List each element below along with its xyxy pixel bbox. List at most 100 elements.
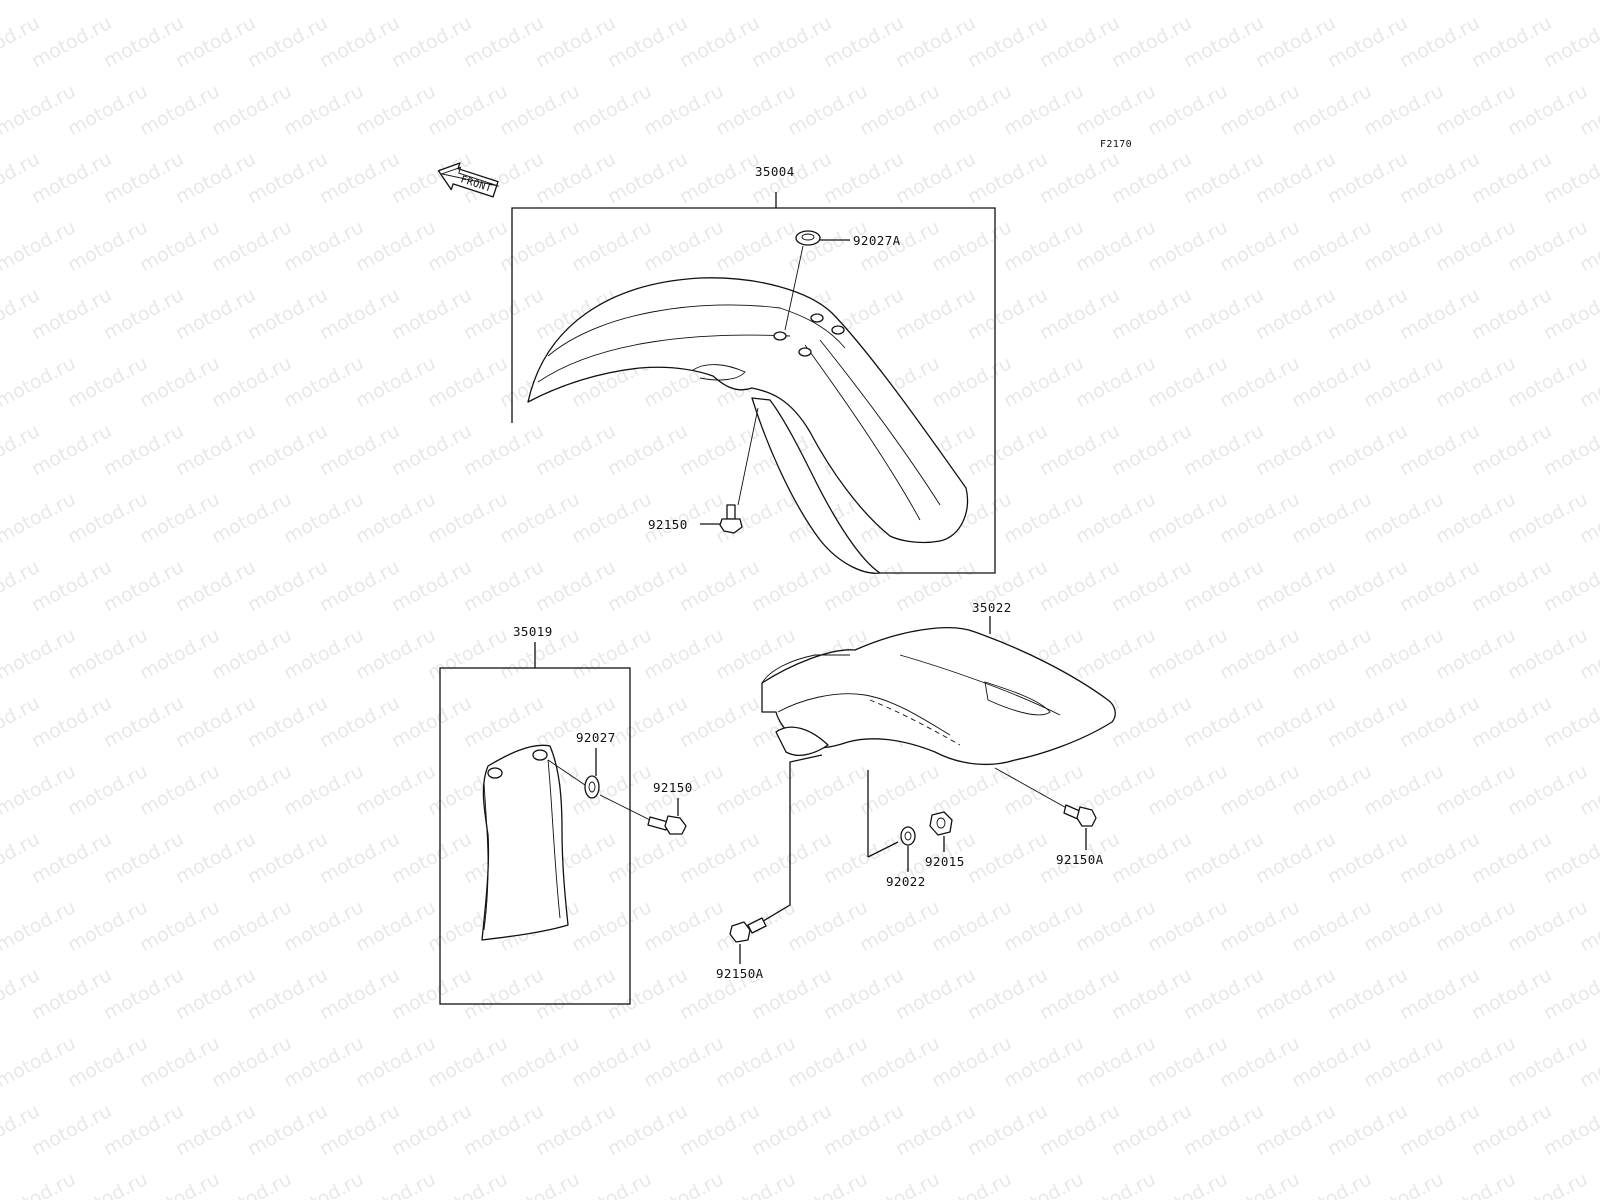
- watermark-text: motod.ru: [172, 828, 259, 888]
- watermark-text: motod.ru: [784, 1032, 871, 1092]
- watermark-text: motod.ru: [604, 964, 691, 1024]
- watermark-text: motod.ru: [1072, 216, 1159, 276]
- watermark-text: motod.ru: [748, 12, 835, 72]
- watermark-text: motod.ru: [1432, 760, 1519, 820]
- watermark-text: motod.ru: [208, 216, 295, 276]
- watermark-text: motod.ru: [1180, 556, 1267, 616]
- watermark-text: motod.ru: [856, 0, 943, 4]
- watermark-text: motod.ru: [1360, 216, 1447, 276]
- watermark-text: motod.ru: [856, 760, 943, 820]
- watermark-text: motod.ru: [568, 624, 655, 684]
- watermark-text: motod.ru: [1504, 488, 1591, 548]
- watermark-text: motod.ru: [0, 488, 79, 548]
- watermark-text: motod.ru: [1396, 148, 1483, 208]
- watermark-text: motod.ru: [604, 148, 691, 208]
- watermark-text: motod.ru: [244, 964, 331, 1024]
- watermark-text: motod.ru: [784, 896, 871, 956]
- watermark-text: motod.ru: [280, 1032, 367, 1092]
- watermark-text: motod.ru: [352, 488, 439, 548]
- watermark-text: motod.ru: [676, 828, 763, 888]
- watermark-text: motod.ru: [244, 420, 331, 480]
- watermark-text: motod.ru: [28, 148, 115, 208]
- watermark-text: motod.ru: [280, 352, 367, 412]
- watermark-text: motod.ru: [1216, 80, 1303, 140]
- watermark-text: motod.ru: [1324, 284, 1411, 344]
- watermark-text: motod.ru: [892, 964, 979, 1024]
- watermark-text: motod.ru: [1324, 12, 1411, 72]
- watermark-text: motod.ru: [208, 352, 295, 412]
- watermark-text: motod.ru: [1216, 624, 1303, 684]
- watermark-text: motod.ru: [100, 964, 187, 1024]
- watermark-text: motod.ru: [0, 760, 79, 820]
- watermark-text: motod.ru: [1036, 420, 1123, 480]
- watermark-text: motod.ru: [1108, 964, 1195, 1024]
- watermark-text: motod.ru: [640, 896, 727, 956]
- watermark-text: motod.ru: [1432, 80, 1519, 140]
- watermark-text: motod.ru: [172, 556, 259, 616]
- bolt-92150-guard-label: 92150: [653, 780, 693, 795]
- watermark-text: motod.ru: [928, 0, 1015, 4]
- watermark-text: motod.ru: [1468, 12, 1555, 72]
- watermark-text: motod.ru: [316, 556, 403, 616]
- watermark-text: motod.ru: [1288, 216, 1375, 276]
- watermark-text: motod.ru: [640, 0, 727, 4]
- watermark-text: motod.ru: [0, 216, 79, 276]
- watermark-text: motod.ru: [712, 760, 799, 820]
- watermark-text: motod.ru: [604, 12, 691, 72]
- watermark-text: motod.ru: [1216, 1032, 1303, 1092]
- watermark-text: motod.ru: [316, 12, 403, 72]
- watermark-text: motod.ru: [388, 12, 475, 72]
- watermark-text: motod.ru: [748, 556, 835, 616]
- watermark-text: motod.ru: [784, 0, 871, 4]
- watermark-text: motod.ru: [172, 1100, 259, 1160]
- rear-fender-label: 35022: [972, 600, 1012, 615]
- watermark-text: motod.ru: [928, 216, 1015, 276]
- watermark-text: motod.ru: [136, 896, 223, 956]
- watermark-text: motod.ru: [496, 0, 583, 4]
- watermark-text: motod.ru: [712, 216, 799, 276]
- watermark-text: motod.ru: [100, 12, 187, 72]
- watermark-text: motod.ru: [532, 1100, 619, 1160]
- watermark-text: motod.ru: [496, 488, 583, 548]
- watermark-text: motod.ru: [28, 556, 115, 616]
- watermark-text: motod.ru: [1108, 828, 1195, 888]
- watermark-text: motod.ru: [1288, 896, 1375, 956]
- watermark-text: motod.ru: [784, 80, 871, 140]
- watermark-text: motod.ru: [100, 284, 187, 344]
- watermark-text: motod.ru: [712, 80, 799, 140]
- watermark-text: motod.ru: [244, 12, 331, 72]
- watermark-text: motod.ru: [1396, 556, 1483, 616]
- watermark-text: motod.ru: [352, 1032, 439, 1092]
- watermark-text: motod.ru: [1108, 12, 1195, 72]
- watermark-text: motod.ru: [1072, 352, 1159, 412]
- watermark-text: motod.ru: [1288, 352, 1375, 412]
- watermark-text: motod.ru: [1000, 896, 1087, 956]
- watermark-text: motod.ru: [316, 284, 403, 344]
- watermark-text: motod.ru: [1432, 488, 1519, 548]
- watermark-text: motod.ru: [1468, 828, 1555, 888]
- watermark-text: motod.ru: [532, 12, 619, 72]
- bolt-92150A-left-label: 92150A: [716, 966, 764, 981]
- watermark-text: motod.ru: [28, 12, 115, 72]
- watermark-text: motod.ru: [640, 80, 727, 140]
- watermark-text: motod.ru: [244, 1100, 331, 1160]
- watermark-text: motod.ru: [1468, 556, 1555, 616]
- watermark-text: motod.ru: [1288, 1032, 1375, 1092]
- watermark-text: motod.ru: [172, 12, 259, 72]
- watermark-text: motod.ru: [1576, 0, 1600, 4]
- watermark-text: motod.ru: [352, 760, 439, 820]
- watermark-text: motod.ru: [1180, 828, 1267, 888]
- watermark-text: motod.ru: [460, 420, 547, 480]
- front-fender-group: 35004 92027A 92150: [511, 164, 996, 574]
- watermark-text: motod.ru: [244, 148, 331, 208]
- watermark-text: motod.ru: [1036, 284, 1123, 344]
- watermark-text: motod.ru: [1216, 352, 1303, 412]
- watermark-text: motod.ru: [1144, 488, 1231, 548]
- watermark-text: motod.ru: [1072, 896, 1159, 956]
- watermark-text: motod.ru: [100, 1100, 187, 1160]
- watermark-text: motod.ru: [640, 624, 727, 684]
- watermark-text: motod.ru: [1252, 964, 1339, 1024]
- watermark-text: motod.ru: [1360, 488, 1447, 548]
- grommet-92027-icon: [584, 775, 600, 799]
- watermark-text: motod.ru: [136, 216, 223, 276]
